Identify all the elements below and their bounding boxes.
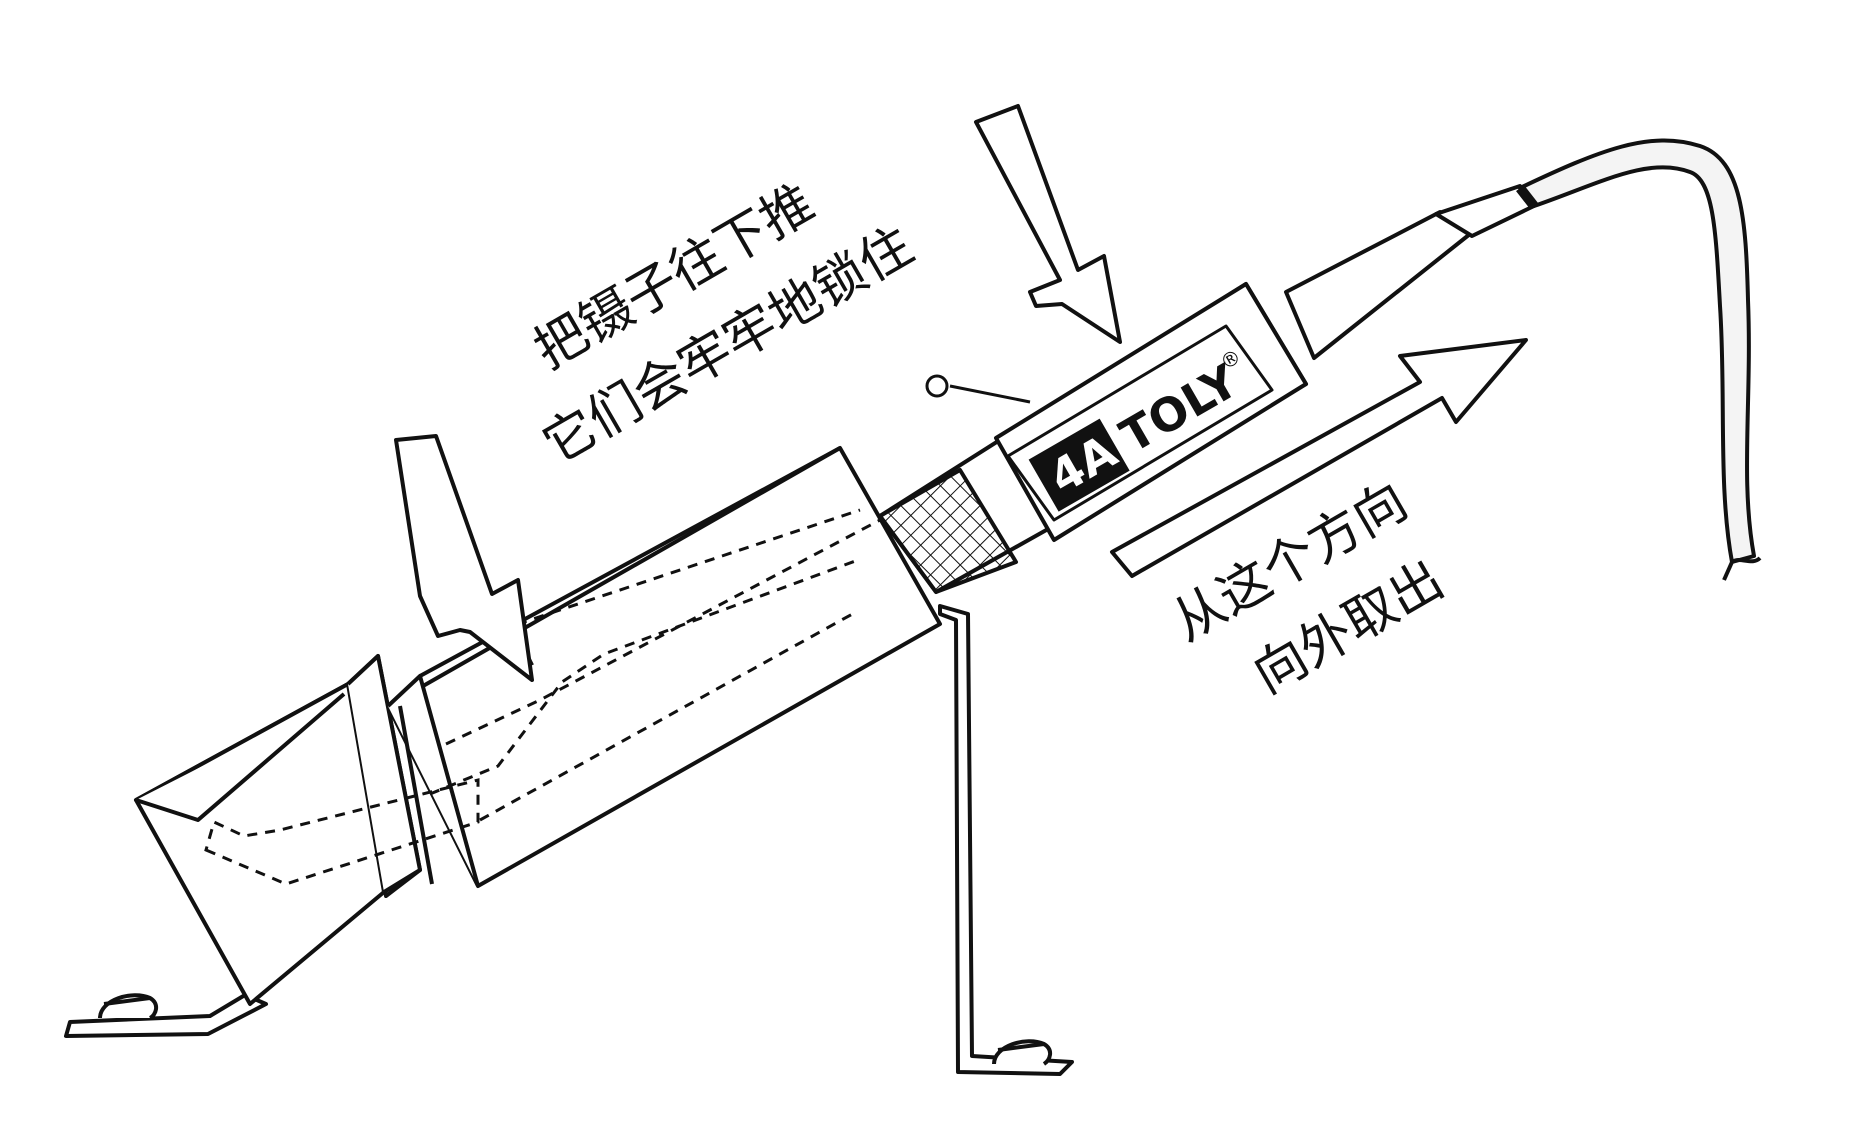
wire-cable: [1284, 138, 1762, 581]
label-pointer: [925, 374, 1031, 404]
mounting-bracket-right: [938, 604, 1074, 1076]
pull-out-arrow: [1110, 338, 1528, 578]
mounting-bracket-left: [64, 993, 268, 1038]
fuse-holder-end-cap: [134, 654, 422, 1006]
push-down-arrow-right: [974, 104, 1122, 344]
fuse-holder-body: [386, 446, 942, 888]
push-down-arrow-left: [394, 434, 534, 682]
push-instruction: 把镊子往下推 它们会牢牢地锁住: [525, 173, 924, 475]
